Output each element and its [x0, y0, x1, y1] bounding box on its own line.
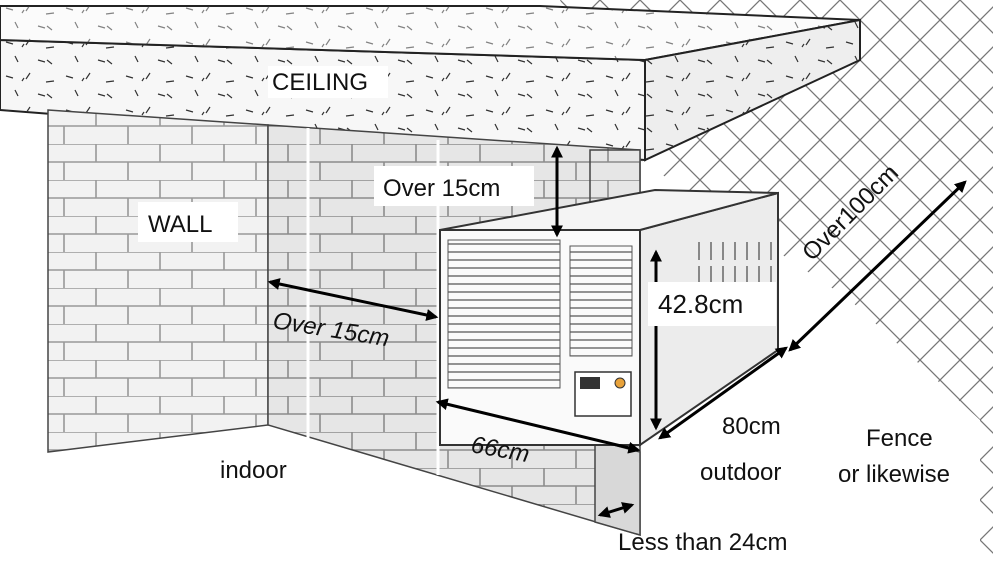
unit-height-label: 42.8cm [658, 289, 743, 319]
ceiling-slab [0, 5, 861, 162]
unit-height-label-bg [648, 282, 776, 326]
top-clearance-label-bg [374, 166, 534, 206]
ceiling-label-bg [268, 66, 388, 98]
unit-depth-label: 80cm [722, 413, 781, 440]
wall-label-bg [138, 202, 238, 242]
top-clearance-label: Over 15cm [383, 175, 500, 202]
sill-limit-label: Less than 24cm [618, 529, 787, 556]
outdoor-label: outdoor [700, 459, 781, 486]
fence-label-line1: Fence [866, 425, 933, 452]
wall-label: WALL [148, 211, 212, 238]
dimension-arrows [267, 145, 967, 518]
left-wall [47, 109, 269, 453]
indoor-label: indoor [220, 457, 287, 484]
ceiling-label: CEILING [272, 69, 368, 96]
fence-label-line2: or likewise [838, 461, 950, 488]
